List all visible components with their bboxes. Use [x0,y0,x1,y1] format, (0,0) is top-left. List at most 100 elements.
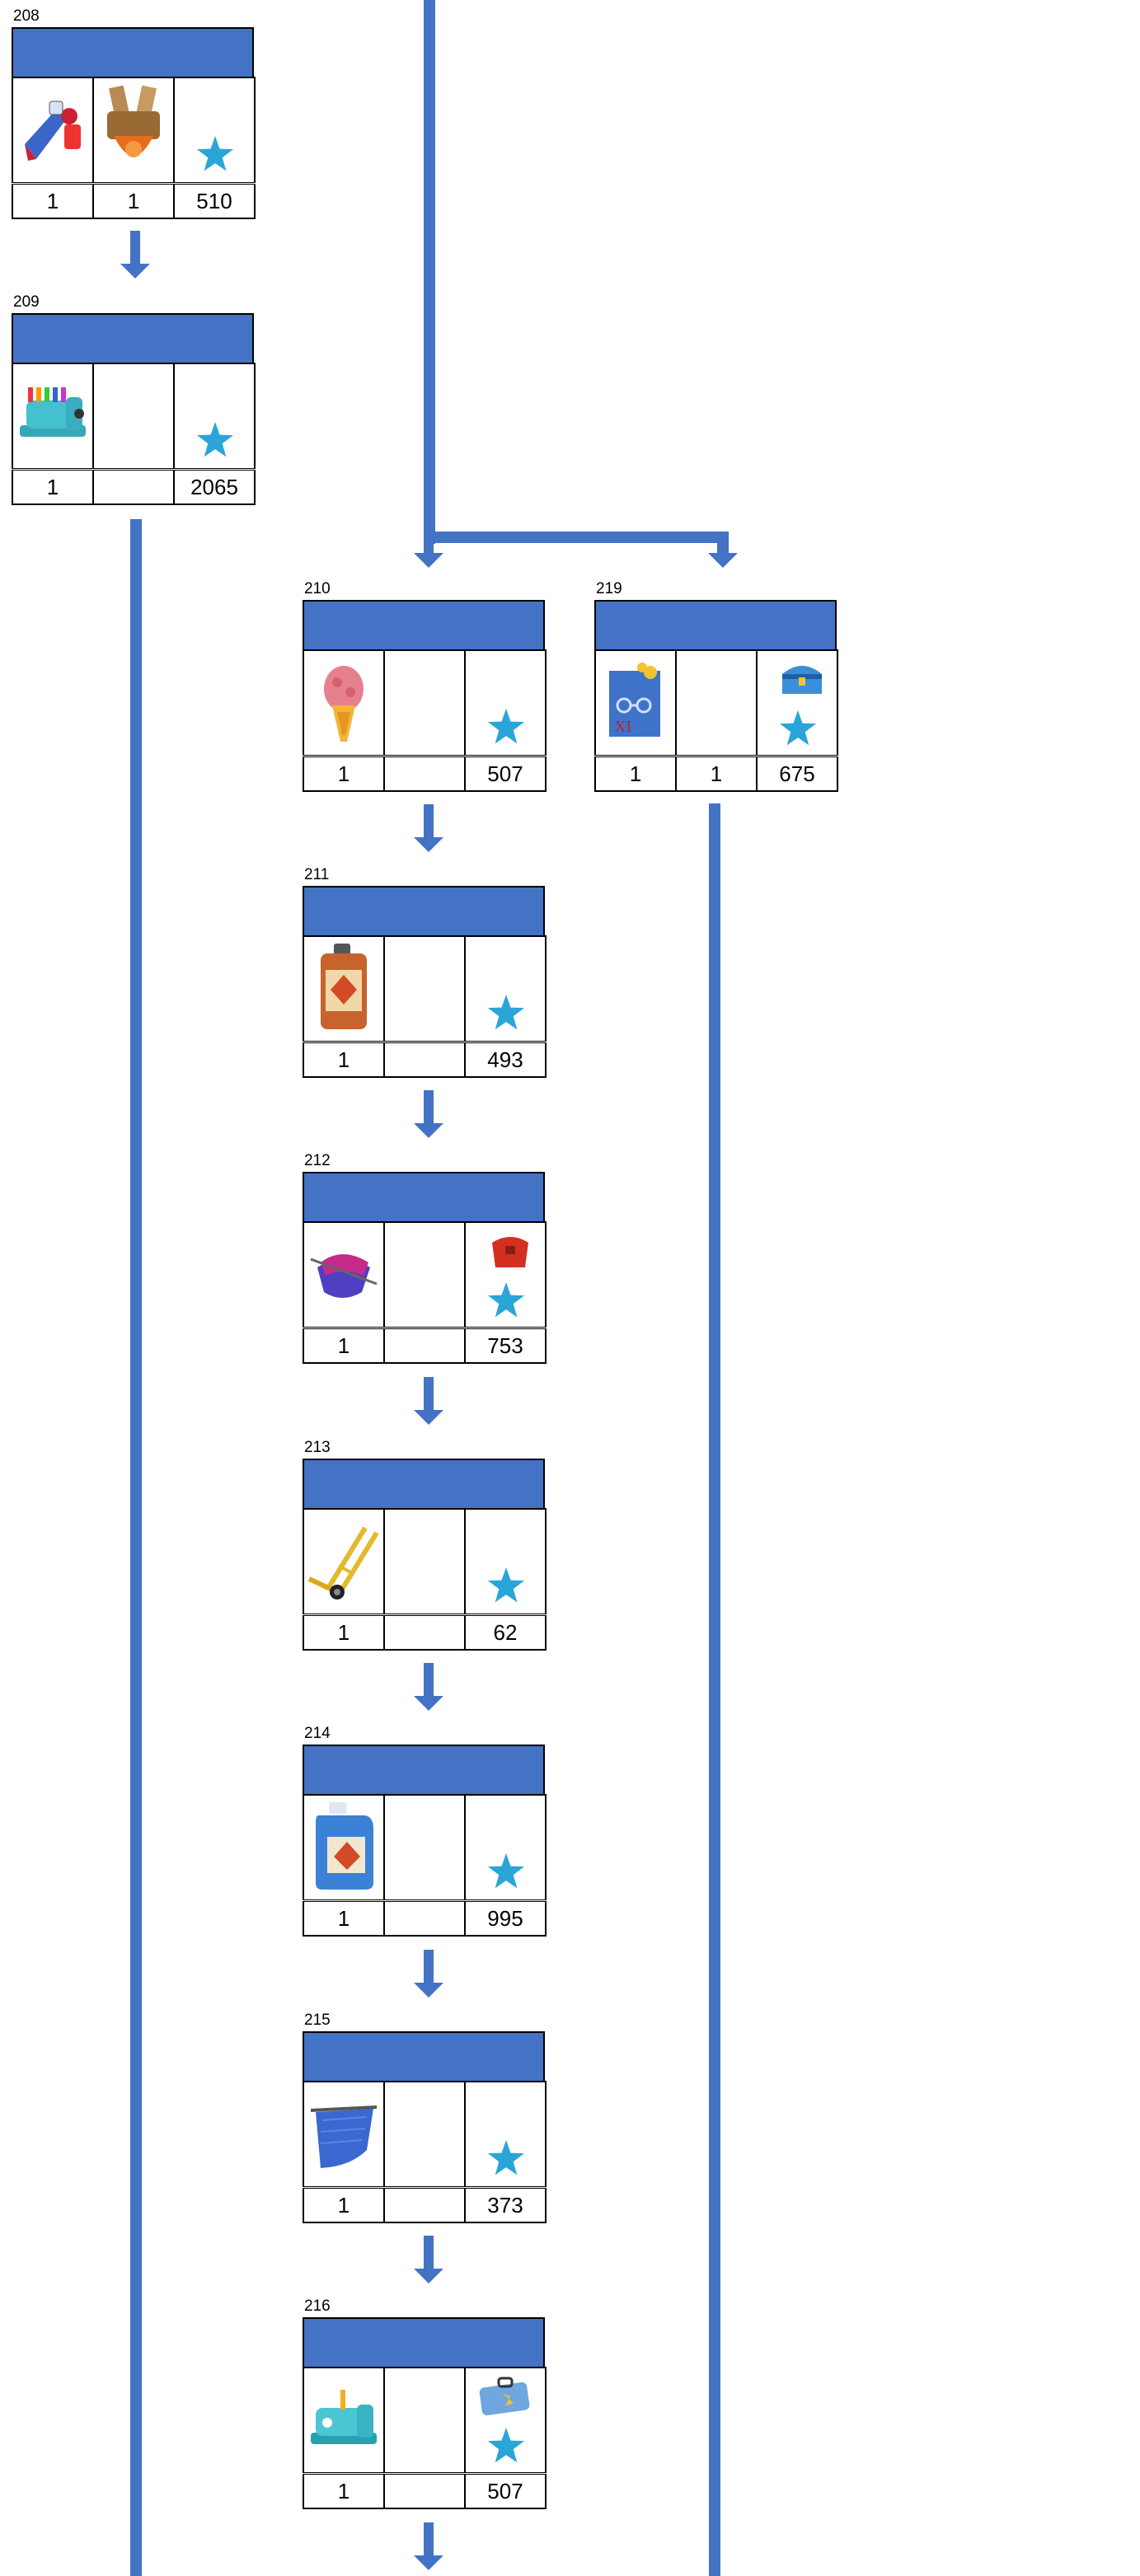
cargo-bag-icon [107,85,160,157]
reward-cell [464,649,547,756]
item-count: 1 [303,2474,383,2509]
item-cell [383,1794,464,1900]
node-header [303,1172,545,1223]
reward-cell [464,1221,547,1328]
item-cell [12,363,92,469]
item-cell: XI [594,649,675,756]
down-arrow-icon [414,804,443,854]
reward-amount: 510 [173,184,256,219]
blue-case-icon [479,2377,530,2416]
item-count: 1 [12,470,92,505]
node-id: 209 [13,293,40,311]
node-header [303,1459,545,1510]
node-header [303,600,545,651]
star-icon [196,136,234,171]
connector-line [424,0,435,544]
down-arrow-icon [414,2522,443,2572]
down-arrow-icon [414,540,443,569]
blueprint-xi-icon: XI [609,663,660,737]
down-arrow-icon [708,540,738,569]
node-header [594,600,837,651]
star-icon [487,2140,525,2176]
item-count: 1 [303,1901,383,1937]
reward-amount: 62 [464,1615,547,1651]
reward-amount: 2065 [173,470,256,505]
reward-cell [173,363,256,469]
item-count: 1 [303,2188,383,2223]
node-header [303,886,545,937]
sewing-machine-icon [20,387,86,437]
item-cell [303,1794,383,1900]
oil-can-icon [321,944,367,1029]
item-count [383,2188,464,2223]
node-id: 212 [304,1152,331,1169]
knitting-icon [310,1254,378,1298]
star-icon [779,710,817,746]
node-id: 214 [304,1725,331,1742]
item-count: 1 [303,1328,383,1364]
node-id: 219 [596,580,622,597]
coral-brush-icon [324,666,364,742]
item-cell [675,649,756,756]
item-count: 1 [12,184,92,219]
reward-cell [464,1508,547,1614]
node-header [12,27,254,78]
item-count: 1 [92,184,173,219]
detergent-jug-icon [316,1802,373,1890]
item-cell [383,2367,464,2473]
reward-amount: 753 [464,1328,547,1364]
item-count [383,756,464,792]
hand-truck-icon [307,1526,379,1599]
star-icon [196,422,234,457]
item-cell [92,363,173,469]
star-icon [487,1567,525,1603]
item-count: 1 [675,756,756,792]
reward-cell [756,649,838,756]
item-count: 1 [594,756,675,792]
reward-amount: 995 [464,1901,547,1937]
reward-amount: 493 [464,1042,547,1078]
reward-amount: 507 [464,2474,547,2509]
item-cell [12,77,92,183]
star-icon [487,1282,525,1318]
connector-line [424,532,729,543]
reward-amount: 373 [464,2188,547,2223]
item-cell [303,935,383,1042]
reward-cell [464,2081,547,2187]
node-header [303,2031,545,2082]
node-id: 215 [304,2012,331,2029]
node-id: 213 [304,1439,331,1456]
node-id: 210 [304,580,331,597]
item-count [383,2474,464,2509]
tube-items-icon [25,101,81,161]
reward-cell [464,2367,547,2473]
item-cell [383,1508,464,1614]
reward-amount: 675 [756,756,838,792]
connector-line [709,803,720,2576]
item-count [92,470,173,505]
red-bag-icon [492,1237,528,1267]
node-header [303,2317,545,2368]
item-count [383,1615,464,1651]
down-arrow-icon [414,1663,443,1712]
reward-cell [464,1794,547,1900]
down-arrow-icon [414,2236,443,2285]
svg-text:XI: XI [614,718,631,736]
item-cell [383,935,464,1042]
down-arrow-icon [414,1090,443,1140]
node-id: 208 [13,7,40,25]
blue-cloth-icon [310,2105,378,2168]
item-count [383,1328,464,1364]
reward-cell [464,935,547,1042]
item-cell [303,2081,383,2187]
item-cell [303,2367,383,2473]
down-arrow-icon [120,231,150,280]
node-header [12,313,254,364]
star-icon [487,2428,525,2463]
star-icon [487,1853,525,1889]
blue-chest-icon [782,666,822,694]
down-arrow-icon [414,1377,443,1426]
item-cell [303,649,383,756]
node-id: 216 [304,2297,331,2315]
item-count: 1 [303,1042,383,1078]
